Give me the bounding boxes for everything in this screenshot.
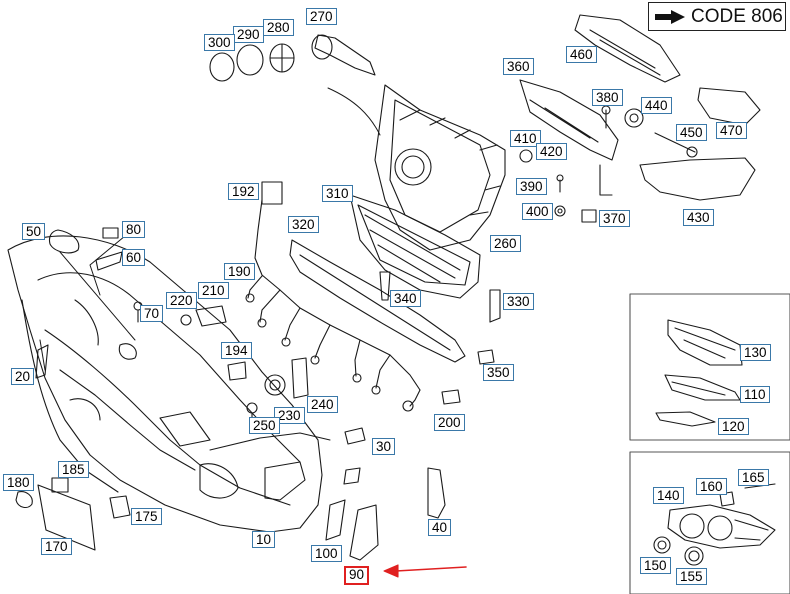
callout-185[interactable]: 185 <box>58 461 89 478</box>
callout-170[interactable]: 170 <box>41 538 72 555</box>
callout-380[interactable]: 380 <box>592 89 623 106</box>
code-badge: CODE 806 <box>648 2 786 31</box>
callout-330[interactable]: 330 <box>503 293 534 310</box>
callout-150[interactable]: 150 <box>640 557 671 574</box>
code-label: CODE 806 <box>691 5 783 27</box>
trim-strip-drawing <box>289 239 466 363</box>
pointer-arrow <box>383 564 467 578</box>
callout-440[interactable]: 440 <box>641 97 672 114</box>
callout-400[interactable]: 400 <box>522 203 553 220</box>
callout-360[interactable]: 360 <box>503 58 534 75</box>
callout-160[interactable]: 160 <box>696 478 727 495</box>
callout-240[interactable]: 240 <box>307 396 338 413</box>
callout-100[interactable]: 100 <box>311 545 342 562</box>
callout-340[interactable]: 340 <box>390 290 421 307</box>
callout-420[interactable]: 420 <box>536 143 567 160</box>
callout-165[interactable]: 165 <box>738 469 769 486</box>
callout-60[interactable]: 60 <box>122 249 146 266</box>
fog-cover-inset-drawing <box>655 319 743 427</box>
callout-120[interactable]: 120 <box>718 418 749 435</box>
callout-210[interactable]: 210 <box>198 282 229 299</box>
callout-290[interactable]: 290 <box>233 26 264 43</box>
bumper-cover-drawing <box>7 235 323 533</box>
callout-370[interactable]: 370 <box>599 210 630 227</box>
callout-194[interactable]: 194 <box>221 342 252 359</box>
callout-230[interactable]: 230 <box>274 407 305 424</box>
callout-155[interactable]: 155 <box>676 568 707 585</box>
callout-450[interactable]: 450 <box>676 124 707 141</box>
callout-30[interactable]: 30 <box>372 438 396 455</box>
callout-130[interactable]: 130 <box>740 344 771 361</box>
fog-lamp-inset-drawing <box>653 483 776 566</box>
callout-200[interactable]: 200 <box>434 414 465 431</box>
callout-140[interactable]: 140 <box>653 487 684 504</box>
callout-260[interactable]: 260 <box>490 235 521 252</box>
callout-70[interactable]: 70 <box>140 305 164 322</box>
callout-460[interactable]: 460 <box>566 46 597 63</box>
callout-50[interactable]: 50 <box>22 223 46 240</box>
callout-470[interactable]: 470 <box>716 122 747 139</box>
callout-310[interactable]: 310 <box>322 185 353 202</box>
callout-10[interactable]: 10 <box>252 531 276 548</box>
callout-175[interactable]: 175 <box>131 508 162 525</box>
callout-190[interactable]: 190 <box>224 263 255 280</box>
callout-270[interactable]: 270 <box>306 8 337 25</box>
brackets-and-fasteners-drawing <box>15 14 761 561</box>
callout-320[interactable]: 320 <box>288 216 319 233</box>
callout-40[interactable]: 40 <box>428 519 452 536</box>
grille-drawing <box>349 84 506 299</box>
callout-390[interactable]: 390 <box>516 178 547 195</box>
inset-frame-top <box>629 293 790 441</box>
callout-410[interactable]: 410 <box>510 130 541 147</box>
callout-20[interactable]: 20 <box>11 368 35 385</box>
callout-90-highlighted[interactable]: 90 <box>344 566 370 585</box>
callout-430[interactable]: 430 <box>683 209 714 226</box>
callout-180[interactable]: 180 <box>3 474 34 491</box>
callout-280[interactable]: 280 <box>263 19 294 36</box>
callout-350[interactable]: 350 <box>483 364 514 381</box>
callout-250[interactable]: 250 <box>249 417 280 434</box>
callout-192[interactable]: 192 <box>228 183 259 200</box>
callout-300[interactable]: 300 <box>204 34 235 51</box>
wiring-harness-drawing <box>245 181 421 412</box>
callout-80[interactable]: 80 <box>122 221 146 238</box>
right-arrow-icon <box>655 9 685 24</box>
callout-220[interactable]: 220 <box>166 292 197 309</box>
inset-frame-bottom <box>629 451 790 594</box>
callout-110[interactable]: 110 <box>740 386 770 403</box>
